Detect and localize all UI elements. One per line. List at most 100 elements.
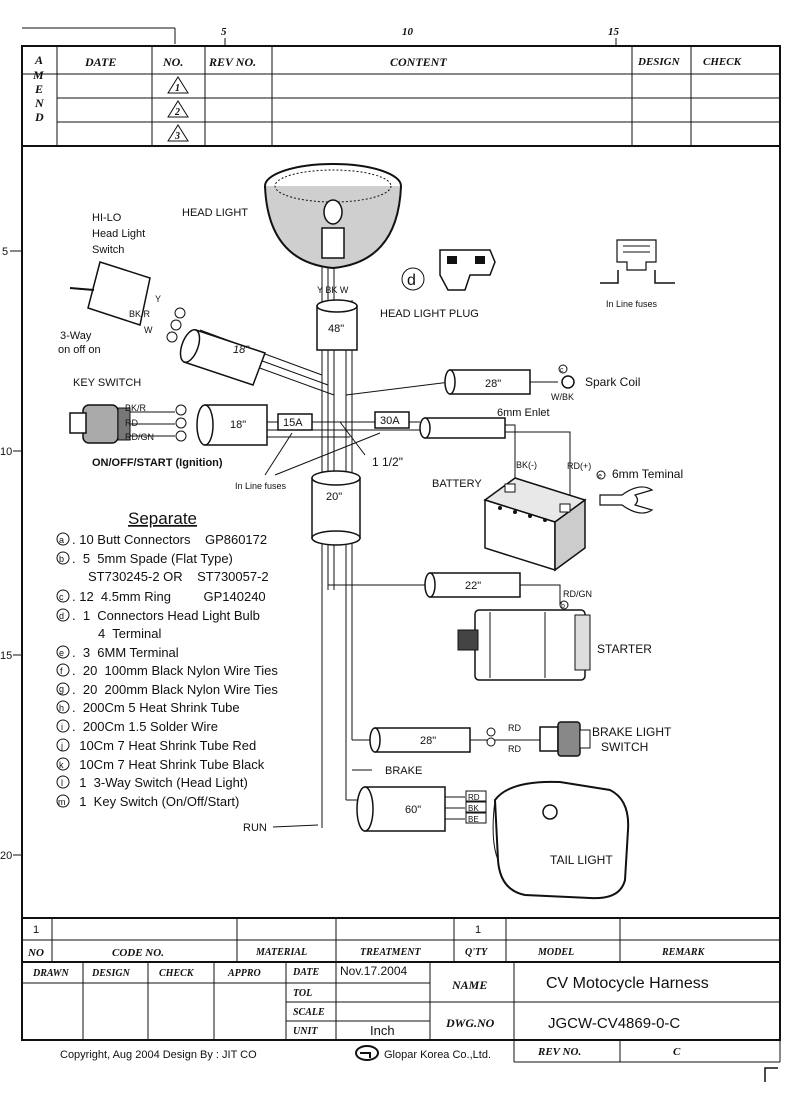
- rev-header-no: NO.: [162, 55, 183, 69]
- brake-light-switch: BRAKE LIGHT SWITCH BRAKE: [385, 721, 672, 777]
- tb-unit-value: Inch: [370, 1023, 395, 1038]
- hilo-wire-bkr: BK/R: [129, 309, 151, 319]
- svg-text:m: m: [58, 797, 66, 807]
- svg-text:. 20 100mm Black Nylon Wire: . 20 100mm Black Nylon Wire Ties: [72, 663, 278, 678]
- tb-header-code: CODE NO.: [112, 947, 164, 959]
- ruler-left-15: 15: [0, 650, 12, 662]
- tb-row-qty: 1: [475, 924, 481, 936]
- run-label: RUN: [243, 822, 319, 834]
- separate-item-b-cont: ST730245-2 OR ST730057-2: [88, 569, 269, 584]
- fuse-labels: In Line fuses 1 1/2": [235, 432, 403, 491]
- svg-text:BRAKE: BRAKE: [385, 765, 422, 777]
- svg-text:HEAD LIGHT PLUG: HEAD LIGHT PLUG: [380, 308, 479, 320]
- svg-text:18": 18": [233, 344, 250, 356]
- tb-header-model: MODEL: [537, 947, 574, 958]
- svg-text:RD: RD: [508, 744, 521, 754]
- spark-coil-tube: 28" c Spark Coil W/BK: [444, 364, 640, 402]
- svg-text:1: 1: [175, 83, 180, 94]
- rev-row-2: 2: [167, 100, 189, 118]
- svg-text:1 Key Switch (On/Off/Start): 1 Key Switch (On/Off/Start): [72, 794, 239, 809]
- tb-rev-value: C: [673, 1046, 681, 1058]
- svg-text:c: c: [59, 592, 64, 602]
- svg-text:In Line fuses: In Line fuses: [235, 481, 287, 491]
- tube-48: 48": [316, 299, 358, 351]
- separate-list: Separate a . 10 Butt Connectors GP860172…: [56, 509, 278, 809]
- top-ruler: 5 10 15: [22, 26, 620, 46]
- svg-text:ON/OFF/START (Ignition): ON/OFF/START (Ignition): [92, 457, 223, 469]
- separate-item-i: i . 200Cm 1.5 Solder Wire: [56, 719, 218, 734]
- company-logo: [355, 1045, 379, 1061]
- rev-row-3: 3: [167, 124, 189, 142]
- tube-22: 22" RD/GN b: [424, 572, 592, 610]
- svg-text:. 20 200mm Black Nylon Wire: . 20 200mm Black Nylon Wire Ties: [72, 682, 278, 697]
- rev-header-check: CHECK: [703, 56, 742, 68]
- rev-header-design: DESIGN: [637, 56, 681, 68]
- company-name: Glopar Korea Co.,Ltd.: [384, 1049, 491, 1061]
- tb-rev-label: REV NO.: [537, 1046, 581, 1058]
- tb-header-no: NO: [27, 947, 44, 959]
- amend-letter-d: D: [34, 110, 44, 124]
- svg-text:Switch: Switch: [92, 244, 124, 256]
- svg-text:6mm Enlet: 6mm Enlet: [497, 407, 550, 419]
- rev-header-revno: REV NO.: [208, 55, 256, 69]
- separate-item-f: f . 20 100mm Black Nylon Wire Ties: [56, 663, 278, 678]
- tb-check: CHECK: [159, 968, 195, 979]
- head-light: HEAD LIGHT Y BK W: [182, 163, 402, 295]
- svg-text:BRAKE LIGHT: BRAKE LIGHT: [592, 725, 672, 739]
- svg-text:ST730245-2 OR ST730057-2: ST730245-2 OR ST730057-2: [88, 569, 269, 584]
- separate-item-d: d . 1 Connectors Head Light Bulb: [56, 608, 260, 623]
- separate-item-g: g . 20 200mm Black Nylon Wire Ties: [56, 682, 278, 697]
- tb-design: DESIGN: [91, 968, 131, 979]
- svg-text:a: a: [59, 535, 64, 545]
- svg-text:e: e: [59, 648, 64, 658]
- tube-60: 60" RD BK BE: [356, 786, 487, 832]
- key-switch: KEY SWITCH BK/R RD RD/GN ON/OFF/START (I…: [69, 377, 223, 469]
- svg-text:6mm Teminal: 6mm Teminal: [612, 467, 683, 481]
- svg-text:In Line fuses: In Line fuses: [606, 299, 658, 309]
- svg-text:RUN: RUN: [243, 822, 267, 834]
- six-mm-terminal: e 6mm Teminal: [596, 467, 683, 514]
- svg-text:15A: 15A: [283, 417, 303, 429]
- revision-table: A M E N D DATE NO. REV NO. CONTENT DESIG…: [22, 46, 780, 147]
- svg-text:3: 3: [174, 131, 180, 142]
- separate-item-l: l 1 3-Way Switch (Head Light): [56, 775, 248, 790]
- separate-item-d-cont: 4 Terminal: [98, 626, 161, 641]
- copyright-text: Copyright, Aug 2004 Design By : JIT CO: [60, 1049, 257, 1061]
- svg-text:RD(+): RD(+): [567, 461, 591, 471]
- headlight-wire-colors: Y BK W: [317, 285, 349, 295]
- svg-text:60": 60": [405, 804, 421, 816]
- tb-dwg-value: JGCW-CV4869-0-C: [548, 1015, 680, 1032]
- ruler-left-10: 10: [0, 446, 12, 458]
- ruler-left-20: 20: [0, 850, 12, 862]
- tb-scale-label: SCALE: [293, 1007, 325, 1018]
- svg-text:RD/GN: RD/GN: [125, 432, 154, 442]
- svg-text:BATTERY: BATTERY: [432, 478, 482, 490]
- svg-text:RD: RD: [508, 723, 521, 733]
- battery: BATTERY BK(-) RD(+): [432, 460, 591, 572]
- rev-header-content: CONTENT: [390, 55, 447, 69]
- tb-date-value: Nov.17.2004: [340, 964, 407, 978]
- svg-text:RD/GN: RD/GN: [563, 589, 592, 599]
- amend-letter-n: N: [34, 96, 45, 110]
- svg-text:SWITCH: SWITCH: [601, 740, 648, 754]
- svg-text:HI-LO: HI-LO: [92, 212, 122, 224]
- svg-text:BE: BE: [468, 815, 479, 824]
- svg-text:h: h: [59, 703, 64, 713]
- separate-item-h: h . 200Cm 5 Heat Shrink Tube: [56, 700, 240, 715]
- svg-text:10Cm 7 Heat Shrink Tube Red: 10Cm 7 Heat Shrink Tube Red: [72, 738, 256, 753]
- amend-letter-a: A: [34, 53, 43, 67]
- separate-item-m: m 1 Key Switch (On/Off/Start): [56, 794, 239, 809]
- tb-header-qty: Q'TY: [465, 947, 488, 958]
- ruler-top-10: 10: [402, 26, 414, 38]
- fuse-15a: 15A: [277, 413, 313, 431]
- in-line-fuses-icon: In Line fuses: [600, 239, 675, 309]
- plug-marker-d: d: [407, 272, 416, 289]
- svg-text:. 200Cm 5 Heat Shrink Tube: . 200Cm 5 Heat Shrink Tube: [72, 700, 240, 715]
- svg-text:STARTER: STARTER: [597, 642, 652, 656]
- title-block: 1 1 NO CODE NO. MATERIAL TREATMENT Q'TY …: [22, 917, 781, 1063]
- svg-text:RD: RD: [125, 418, 138, 428]
- ruler-left-5: 5: [2, 246, 8, 258]
- svg-text:l: l: [61, 778, 63, 788]
- svg-text:KEY SWITCH: KEY SWITCH: [73, 377, 141, 389]
